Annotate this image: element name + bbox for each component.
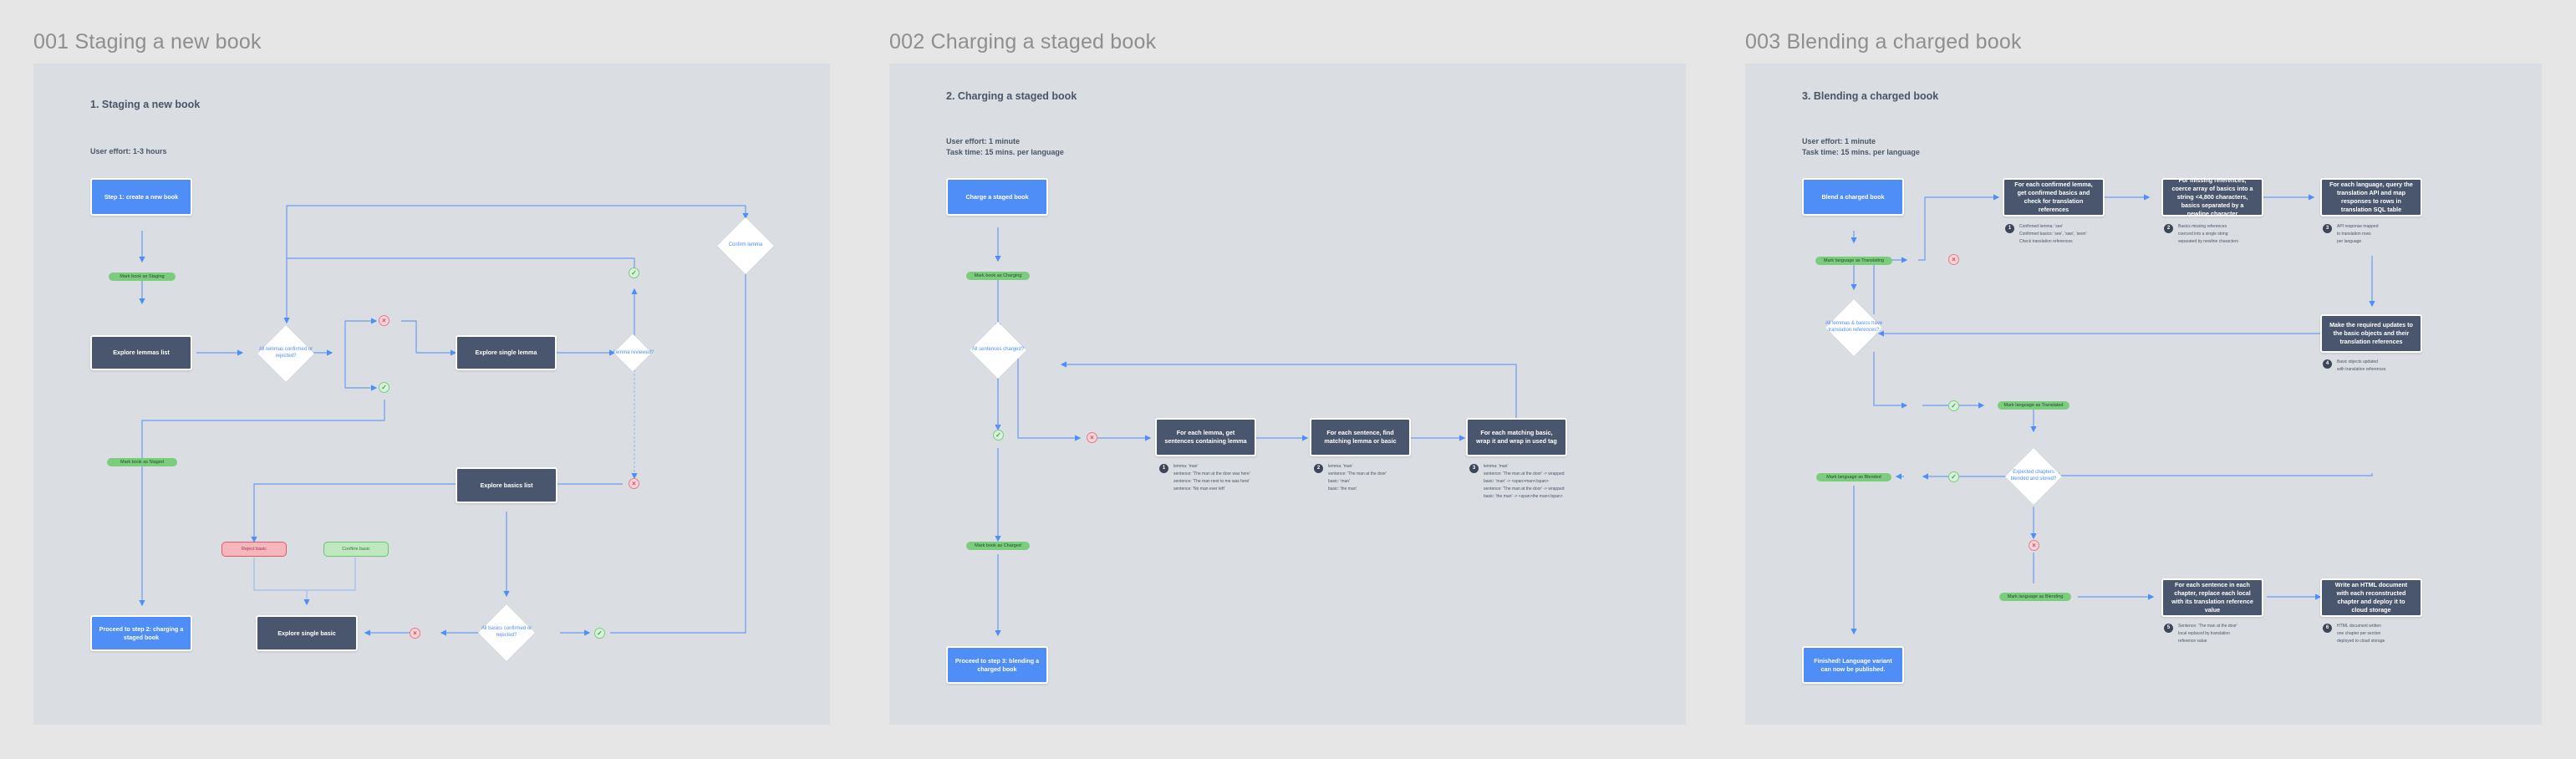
decision-basics-text: All basics confirmed or rejected? [481,626,532,638]
decision-all-lemmas-text: All lemmas confirmed or rejected? [258,347,313,359]
panel-3-effort: User effort: 1 minute [1802,137,1876,145]
panel-3-connectors [1851,194,2375,635]
step-get-sentences[interactable]: For each lemma, get sentences containing… [1155,418,1256,456]
finished-published[interactable]: Finished! Language variant can now be pu… [1802,646,1904,684]
explore-lemmas-list[interactable]: Explore lemmas list [90,335,192,370]
step-find-matching[interactable]: For each sentence, find matching lemma o… [1310,418,1411,456]
pill-mark-charging: Mark book as Charging [966,272,1030,280]
note-3-e: 5 Sentence: 'The man at the door'local r… [2164,624,2256,646]
charge-pending-icon: × [1087,432,1097,443]
pill-mark-blended: Mark language as Blended [1816,473,1891,481]
step-replace-locals[interactable]: For each sentence in each chapter, repla… [2161,578,2263,617]
basic-ok-icon: ✓ [594,628,605,639]
frame-title-2: 002 Charging a staged book [889,30,1157,53]
blend-charged-book[interactable]: Blend a charged book [1802,178,1904,216]
proceed-step-3[interactable]: Proceed to step 3: blending a charged bo… [946,646,1048,684]
explore-basics-list[interactable]: Explore basics list [456,467,557,503]
decision-blended-text: Expected chapters blended and stored? [2010,470,2057,481]
panel-blending: 3. Blending a charged book User effort: … [1745,64,2542,725]
translated-ok-icon: ✓ [1948,400,1959,411]
charged-ok-icon: ✓ [993,430,1004,441]
panel-2-effort: User effort: 1 minute [946,137,1021,145]
panel-3-title: 3. Blending a charged book [1802,90,1939,102]
reject-lemma-icon: × [379,315,389,326]
confirm-lemma-icon: ✓ [379,382,389,393]
panel-3-task-time: Task time: 15 mins. per language [1802,148,1920,156]
panel-staging: 1. Staging a new book User effort: 1-3 h… [33,64,830,725]
reject-basic-tag[interactable]: Reject basic [221,542,287,557]
basic-reject-icon: × [410,628,420,639]
note-step-c: 3 lemma: 'man'sentence: 'The man at the … [1469,464,1565,502]
step-write-html[interactable]: Write an HTML document with each reconst… [2320,578,2422,617]
panel-2-connectors [995,227,1517,637]
step-wrap-basic[interactable]: For each matching basic, wrap it and wra… [1466,418,1567,456]
panel-1-title: 1. Staging a new book [90,99,201,110]
translation-missing-icon: × [1948,254,1959,265]
pill-mark-staging: Mark book as Staging [109,273,176,281]
blended-ok-icon: ✓ [1948,471,1959,482]
frame-title-1: 001 Staging a new book [33,30,262,53]
explore-single-basic[interactable]: Explore single basic [256,615,358,651]
step-update-basics[interactable]: Make the required updates to the basic o… [2320,314,2422,353]
blend-pending-icon: × [2029,540,2039,551]
note-step-a: 1 lemma: 'man'sentence: 'The man at the … [1159,464,1251,494]
decision-confirm-lemma-text: Confirm lemma [728,242,763,247]
decision-lemma-reviewed-text: Lemma reviewed? [613,350,654,355]
proceed-step-2[interactable]: Proceed to step 2: charging a staged boo… [90,615,192,651]
pill-mark-translating: Mark language as Translating [1815,257,1892,265]
start-step-1[interactable]: Step 1: create a new book [90,178,192,216]
step-query-api[interactable]: For each language, query the translation… [2320,178,2422,216]
step-check-references[interactable]: For each confirmed lemma, get confirmed … [2003,178,2105,216]
lemma-ok-icon: ✓ [629,267,639,278]
panel-2-title: 2. Charging a staged book [946,90,1077,102]
frame-title-3: 003 Blending a charged book [1745,30,2022,53]
decision-sentences-text: All sentences charged? [971,347,1025,352]
pill-mark-translated: Mark language as Translated [1998,401,2069,410]
note-3-a: 1 Confirmed lemma: 'see'Confirmed basics… [2005,224,2097,247]
panel-2-task-time: Task time: 15 mins. per language [946,148,1064,156]
panel-1-effort: User effort: 1-3 hours [90,147,167,155]
decision-translations-text: All lemmas & basics have translation ref… [1825,321,1883,333]
panel-charging: 2. Charging a staged book User effort: 1… [889,64,1686,725]
pill-mark-charged: Mark book as Charged [966,542,1030,550]
pill-mark-staged: Mark book as Staged [107,458,177,466]
explore-single-lemma[interactable]: Explore single lemma [456,335,557,370]
basics-reject-icon: × [629,478,639,489]
note-step-b: 2 lemma: 'man'sentence: 'The man at the … [1314,464,1406,494]
pill-mark-blending: Mark language as Blending [1999,593,2071,601]
step-coerce-basics[interactable]: For missing references, coerce array of … [2161,176,2263,217]
charge-staged-book[interactable]: Charge a staged book [946,178,1048,216]
confirm-basic-tag[interactable]: Confirm basic [323,542,389,557]
